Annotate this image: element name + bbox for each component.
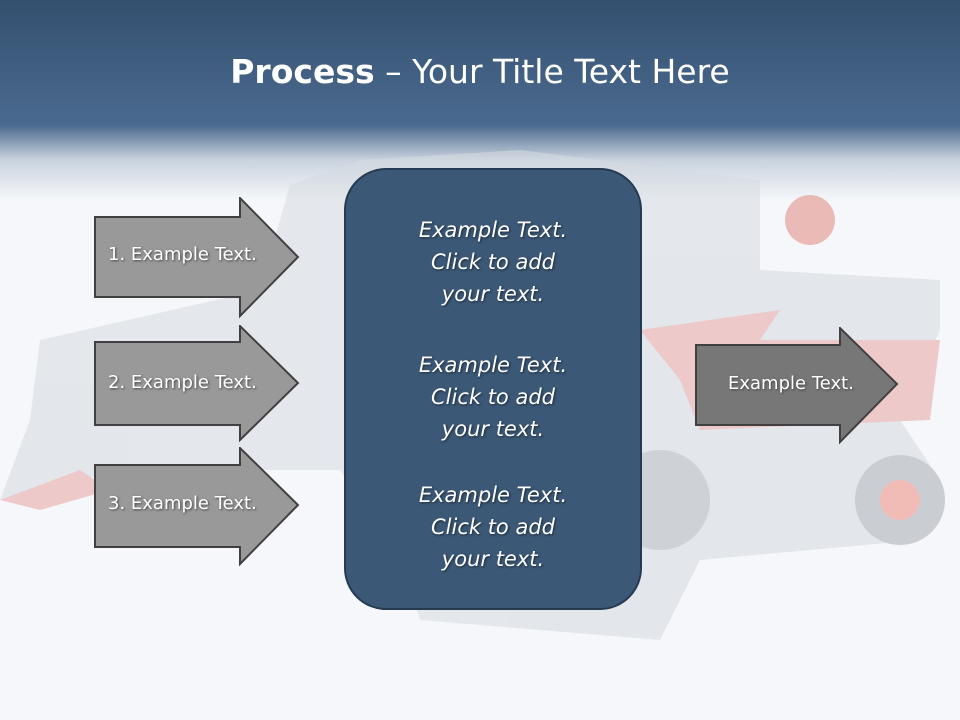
result-label: Example Text. [728,373,854,394]
step-label-1: 1. Example Text. [108,244,257,265]
step-label-3: 3. Example Text. [108,493,257,514]
slide-title: Process – Your Title Text Here [230,52,730,91]
step-label-2: 2. Example Text. [108,372,257,393]
